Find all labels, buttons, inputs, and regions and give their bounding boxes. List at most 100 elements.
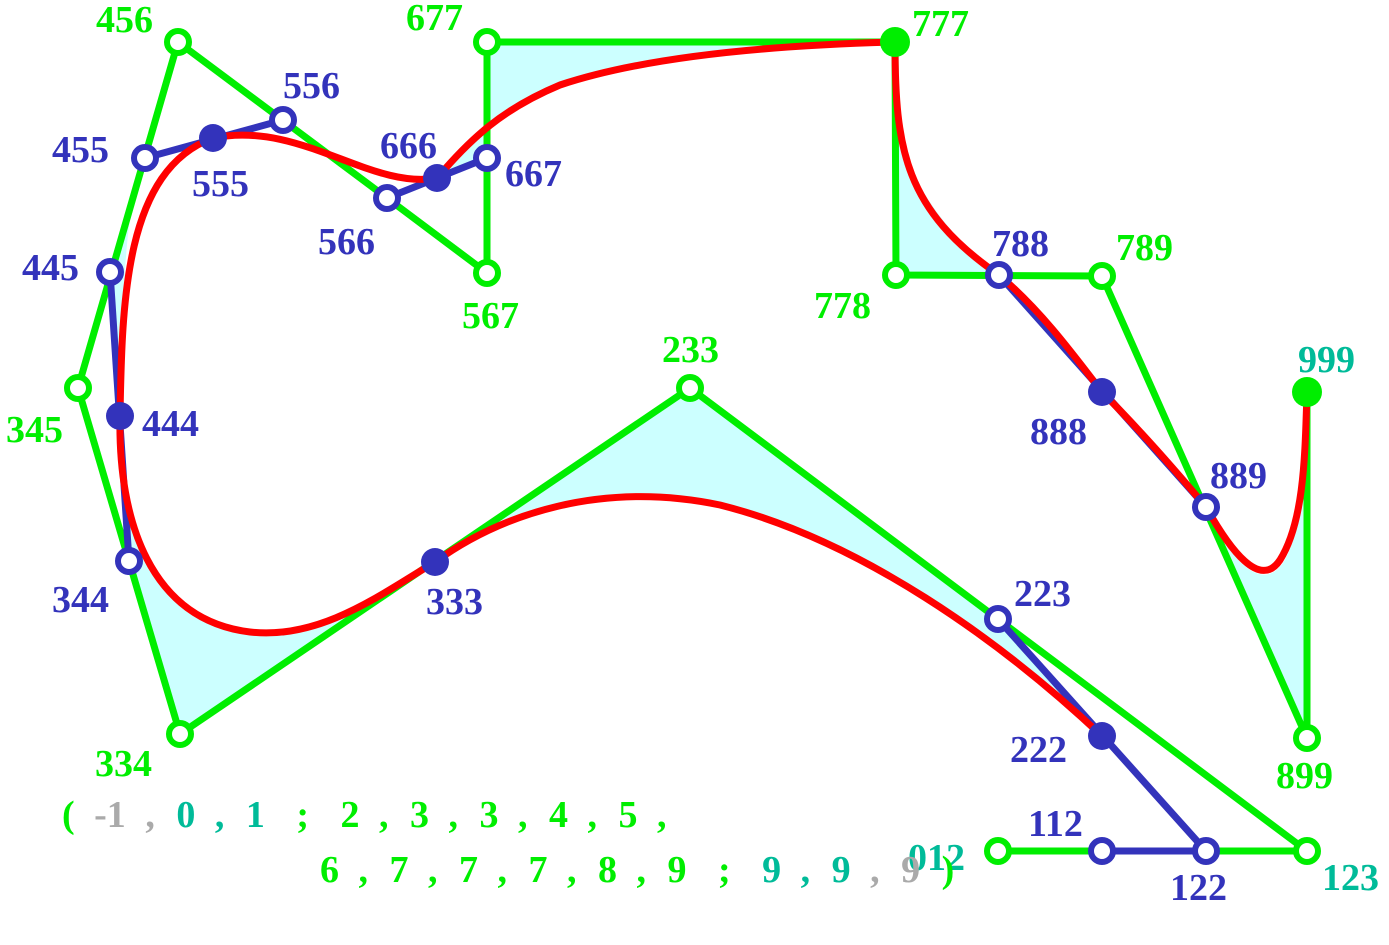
label-334: 334: [95, 743, 152, 785]
point-444: [106, 402, 134, 430]
knot-value: 7: [529, 849, 548, 891]
label-344: 344: [52, 579, 109, 621]
point-556: [269, 106, 297, 134]
point-555: [199, 124, 227, 152]
label-456: 456: [96, 0, 153, 41]
point-012: [984, 837, 1012, 865]
open-points: [64, 28, 1321, 865]
point-345: [64, 374, 92, 402]
label-222: 222: [1010, 729, 1067, 771]
label-677: 677: [406, 0, 463, 39]
knot-value: 9: [832, 849, 851, 891]
point-344: [115, 547, 143, 575]
knot-sep: ,: [428, 849, 438, 891]
knot-value: 9: [762, 849, 781, 891]
point-789: [1088, 262, 1116, 290]
label-888: 888: [1030, 411, 1087, 453]
knot-vector-line-1: ( -1 , 0 , 1 ; 2 , 3 , 3 , 4 , 5 ,: [62, 794, 666, 836]
label-566: 566: [318, 221, 375, 263]
point-888: [1088, 378, 1116, 406]
label-555: 555: [192, 163, 249, 205]
label-889: 889: [1210, 455, 1267, 497]
label-666: 666: [380, 125, 437, 167]
knot-value: 1: [246, 794, 265, 836]
knot-value: 8: [598, 849, 617, 891]
point-666: [423, 164, 451, 192]
point-445: [96, 258, 124, 286]
point-122: [1192, 837, 1220, 865]
label-445: 445: [22, 247, 79, 289]
label-345: 345: [6, 409, 63, 451]
knot-value: 6: [320, 849, 339, 891]
label-899: 899: [1276, 755, 1333, 797]
point-455: [131, 144, 159, 172]
point-889: [1192, 493, 1220, 521]
point-999: [1292, 377, 1322, 407]
knot-value: 3: [410, 794, 429, 836]
label-122: 122: [1170, 867, 1227, 909]
knot-value: 2: [340, 794, 359, 836]
label-455: 455: [52, 129, 109, 171]
knot-open-paren: (: [62, 794, 75, 836]
point-567: [473, 259, 501, 287]
knot-sep: ,: [215, 794, 225, 836]
knot-vector: ( -1 , 0 , 1 ; 2 , 3 , 3 , 4 , 5 , 6 , 7…: [62, 794, 954, 891]
knot-sep: ,: [448, 794, 458, 836]
knot-value: -1: [94, 794, 126, 836]
point-899: [1293, 724, 1321, 752]
knot-sep: ,: [587, 794, 597, 836]
label-567: 567: [462, 295, 519, 337]
point-667: [473, 144, 501, 172]
label-778: 778: [814, 285, 871, 327]
shade-top: [437, 42, 895, 178]
point-778: [882, 261, 910, 289]
label-333: 333: [426, 581, 483, 623]
point-788: [985, 261, 1013, 289]
point-112: [1088, 837, 1116, 865]
knot-semicolon: ;: [718, 849, 731, 891]
label-112: 112: [1028, 803, 1083, 845]
knot-sep: ,: [518, 794, 528, 836]
point-labels: 012 112 122 123 222 223 233 333 334 344 …: [6, 0, 1379, 909]
knot-sep: ,: [359, 849, 369, 891]
point-777: [880, 27, 910, 57]
point-222: [1088, 722, 1116, 750]
point-223: [984, 605, 1012, 633]
label-444: 444: [142, 403, 199, 445]
point-566: [373, 184, 401, 212]
knot-sep: ,: [567, 849, 577, 891]
knot-sep: ,: [870, 849, 880, 891]
knot-sep: ,: [801, 849, 811, 891]
knot-semicolon: ;: [296, 794, 309, 836]
knot-value: 0: [176, 794, 195, 836]
label-999: 999: [1298, 339, 1355, 381]
point-233: [676, 374, 704, 402]
label-788: 788: [992, 223, 1049, 265]
bspline-curve: [116, 38, 1311, 740]
knot-value: 3: [479, 794, 498, 836]
knot-value: 7: [390, 849, 409, 891]
label-123: 123: [1322, 857, 1379, 899]
point-123: [1293, 837, 1321, 865]
label-777: 777: [912, 3, 969, 45]
label-012: 012: [908, 837, 965, 879]
point-677: [473, 28, 501, 56]
knot-value: 4: [549, 794, 568, 836]
shade-right: [1206, 392, 1307, 738]
point-334: [166, 720, 194, 748]
label-233: 233: [662, 329, 719, 371]
knot-sep: ,: [498, 849, 508, 891]
knot-close-paren: ): [942, 849, 955, 891]
label-223: 223: [1014, 573, 1071, 615]
label-667: 667: [505, 153, 562, 195]
shade-left: [110, 158, 435, 734]
knot-value: 9: [668, 849, 687, 891]
label-789: 789: [1116, 227, 1173, 269]
knot-sep: ,: [657, 794, 667, 836]
knot-value: 9: [901, 849, 920, 891]
point-456: [164, 28, 192, 56]
shade-middle: [435, 388, 1102, 736]
knot-vector-line-2: 6 , 7 , 7 , 7 , 8 , 9 ; 9 , 9 , 9 ): [320, 849, 954, 891]
knot-sep: ,: [145, 794, 155, 836]
